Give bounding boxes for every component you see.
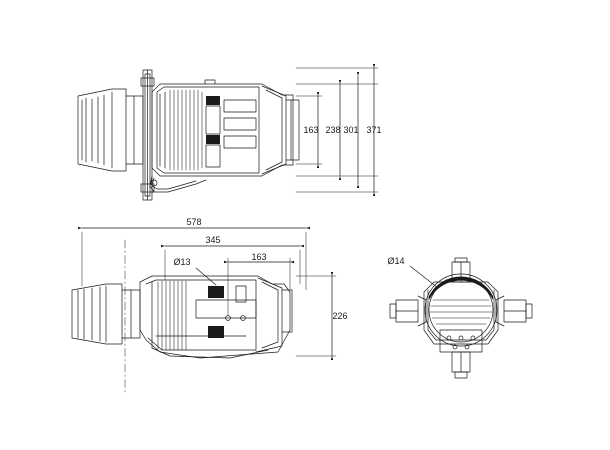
dim-163-vertical: 163 — [303, 125, 318, 135]
plan-block-b — [208, 326, 224, 338]
housing-outline — [151, 83, 294, 177]
top-plan-view — [71, 239, 293, 396]
housing-fins — [169, 89, 203, 171]
plan-fins — [157, 280, 187, 351]
dim-345: 345 — [205, 235, 220, 245]
plan-view-dimensions — [77, 226, 337, 361]
dim-163-horizontal: 163 — [251, 252, 266, 262]
dim-578: 578 — [186, 217, 201, 227]
front-lens-circle — [424, 273, 498, 347]
dim-226: 226 — [332, 311, 347, 321]
plan-rear-connector — [71, 283, 141, 345]
plan-housing-outline — [139, 275, 291, 359]
rear-connector — [77, 88, 144, 172]
front-base-plate — [439, 329, 483, 353]
front-face-view — [389, 257, 533, 379]
dim-238: 238 — [325, 125, 340, 135]
lens-barrel — [261, 85, 300, 175]
dimension-labels: 163 238 301 371 578 345 163 Ø13 226 Ø14 — [173, 125, 404, 321]
dim-dia-14: Ø14 — [387, 256, 404, 266]
plan-block-a — [208, 286, 224, 298]
handle-lever — [149, 175, 207, 193]
dim-371: 371 — [366, 125, 381, 135]
dim-dia-13: Ø13 — [173, 257, 190, 267]
side-elevation-view — [77, 69, 300, 201]
shutter-blocks — [205, 96, 257, 168]
side-view-dimensions — [295, 63, 379, 197]
front-lens-hatching — [429, 299, 493, 325]
dim-301: 301 — [343, 125, 358, 135]
